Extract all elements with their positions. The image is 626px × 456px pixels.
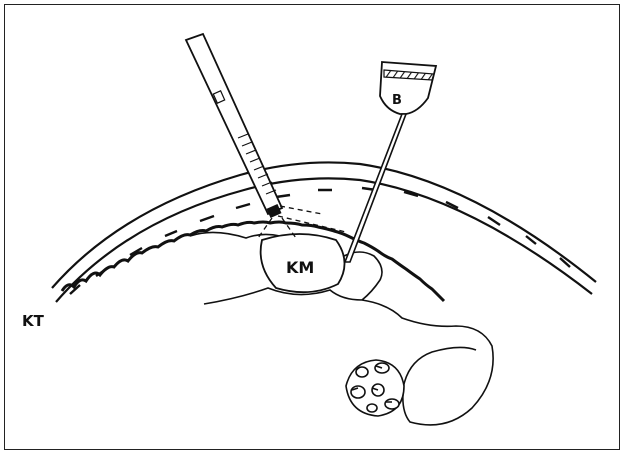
label-kt: KT bbox=[22, 312, 45, 330]
trocar-instrument bbox=[186, 34, 346, 238]
nodule-cluster bbox=[346, 360, 404, 416]
label-b: B bbox=[392, 93, 402, 108]
label-km: KM bbox=[286, 258, 314, 277]
syringe-b bbox=[345, 62, 436, 262]
